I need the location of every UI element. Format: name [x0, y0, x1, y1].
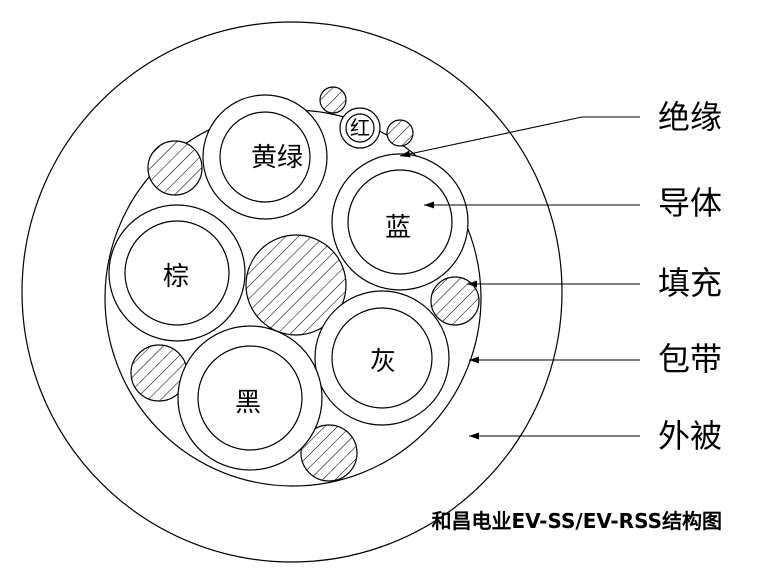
- diagram-caption: 和昌电业EV-SS/EV-RSS结构图: [432, 509, 723, 533]
- core-label-yellow-green: 黄绿: [251, 143, 303, 173]
- core-label-blue: 蓝: [385, 213, 411, 243]
- callout-insulation: 绝缘: [658, 98, 722, 136]
- callout-conductor: 导体: [658, 184, 722, 222]
- outer-sheath-circle: [21, 21, 563, 563]
- conductor-circle: [197, 345, 303, 451]
- filler-top-small: [319, 86, 347, 114]
- filler-top-right-small: [386, 119, 414, 147]
- leader-insulation: [399, 116, 640, 158]
- callout-wrapping-tape: 包带: [658, 340, 722, 378]
- core-label-grey: 灰: [370, 347, 396, 377]
- conductor-circle: [331, 307, 433, 409]
- callout-outer-sheath: 外被: [658, 417, 722, 455]
- filler-center: [245, 234, 347, 336]
- conductor-circle: [124, 220, 230, 326]
- filler-bottom: [300, 424, 358, 482]
- core-label-black: 黑: [235, 388, 261, 418]
- core-yellow-green: 黄绿: [202, 94, 328, 220]
- conductor-circle: [347, 169, 453, 275]
- core-grey: 灰: [314, 290, 450, 426]
- core-blue: 蓝: [331, 153, 469, 291]
- core-label-brown: 棕: [163, 262, 189, 292]
- core-label-red: 红: [350, 116, 370, 140]
- conductor-circle: [345, 113, 375, 143]
- filler-right: [430, 276, 480, 326]
- callout-filler: 填充: [658, 264, 722, 302]
- core-red: 红: [339, 107, 381, 149]
- filler-upper-left: [147, 140, 203, 196]
- conductor-circle: [219, 111, 311, 203]
- core-brown: 棕: [108, 204, 246, 342]
- core-black: 黑: [177, 325, 323, 471]
